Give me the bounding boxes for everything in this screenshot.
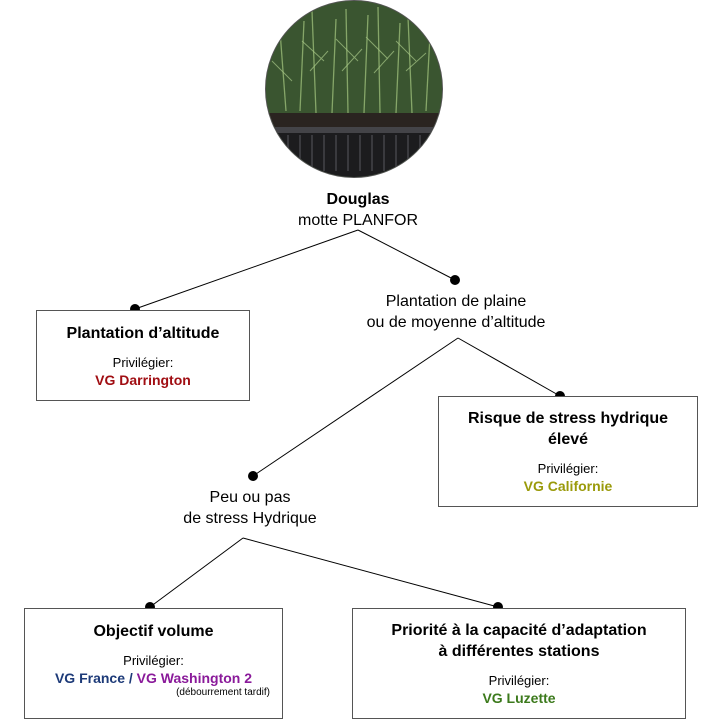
adaptation-box: Priorité à la capacité d’adaptation à di… xyxy=(352,608,686,719)
stress-eleve-variety: VG Californie xyxy=(523,478,613,494)
volume-varieties: VG France / VG Washington 2 xyxy=(25,669,282,687)
peu-stress-label: Peu ou pas de stress Hydrique xyxy=(150,487,350,529)
adaptation-variety: VG Luzette xyxy=(482,690,556,706)
volume-box: Objectif volume Privilégier: VG France /… xyxy=(24,608,283,719)
stress-eleve-priv-label: Privilégier: xyxy=(537,461,599,476)
seedlings-illustration xyxy=(266,1,442,177)
plaine-line1: Plantation de plaine xyxy=(385,293,527,310)
adaptation-title-line2: à différentes stations xyxy=(438,643,600,660)
volume-variety-separator: / xyxy=(124,670,137,686)
volume-variety-france: VG France xyxy=(54,670,125,686)
altitude-title: Plantation d’altitude xyxy=(66,325,220,342)
adaptation-priv-label: Privilégier: xyxy=(488,673,550,688)
plaine-line2: ou de moyenne d’altitude xyxy=(366,314,546,331)
root-label: Douglas motte PLANFOR xyxy=(258,189,458,231)
stress-eleve-title-line2: élevé xyxy=(547,431,589,448)
node-dot-peu-stress xyxy=(248,471,258,481)
altitude-priv-label: Privilégier: xyxy=(112,355,174,370)
altitude-box: Plantation d’altitude Privilégier: VG Da… xyxy=(36,310,250,401)
peu-stress-line1: Peu ou pas xyxy=(209,489,291,506)
root-title: Douglas xyxy=(326,191,390,208)
node-dot-plaine xyxy=(450,275,460,285)
peu-stress-line2: de stress Hydrique xyxy=(183,510,317,527)
altitude-variety: VG Darrington xyxy=(95,372,191,388)
douglas-seedlings-photo xyxy=(265,0,443,178)
volume-note: (débourrement tardif) xyxy=(176,687,270,698)
volume-variety-washington: VG Washington 2 xyxy=(136,670,253,686)
volume-title: Objectif volume xyxy=(93,623,214,640)
plaine-label: Plantation de plaine ou de moyenne d’alt… xyxy=(336,291,576,333)
stress-eleve-box: Risque de stress hydrique élevé Privilég… xyxy=(438,396,698,507)
root-subtitle: motte PLANFOR xyxy=(297,212,419,229)
volume-priv-label: Privilégier: xyxy=(123,653,184,668)
adaptation-title-line1: Priorité à la capacité d’adaptation xyxy=(391,622,647,639)
stress-eleve-title-line1: Risque de stress hydrique xyxy=(467,410,669,427)
